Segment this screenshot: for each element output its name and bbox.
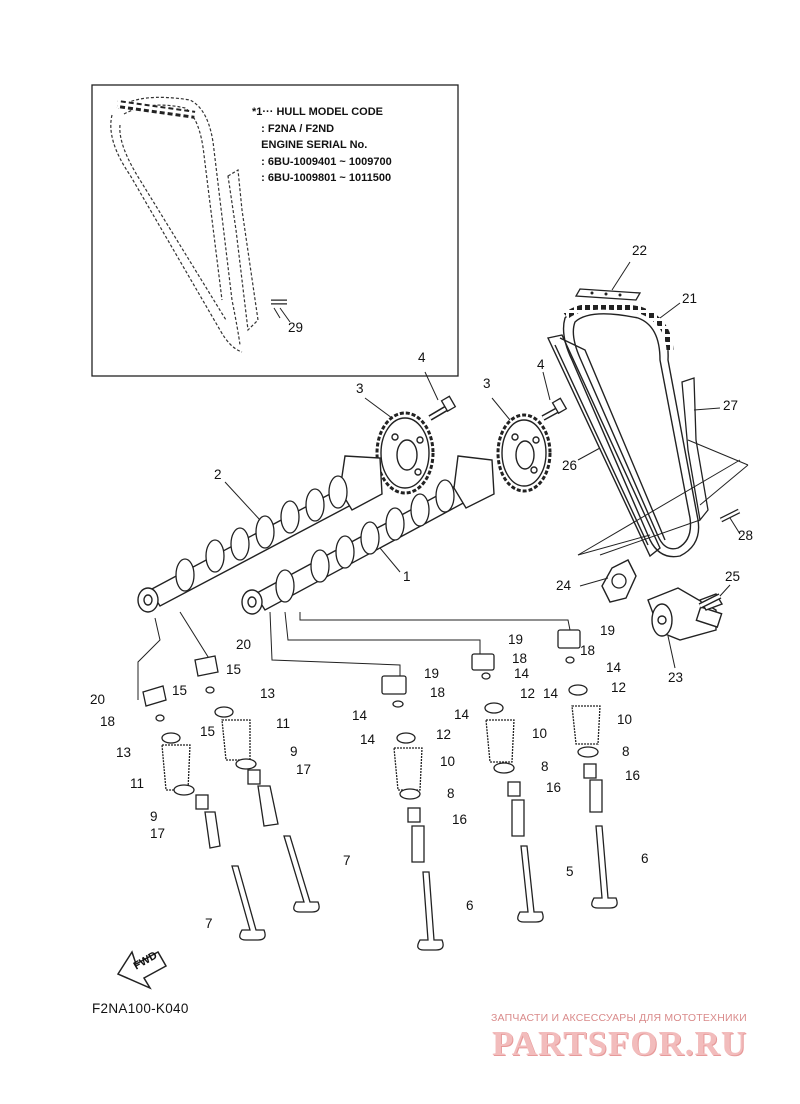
callout-6: 6 — [641, 851, 649, 866]
valve-train-stack-e — [557, 629, 618, 909]
callout-15: 15 — [200, 724, 216, 739]
callout-29: 29 — [288, 320, 304, 335]
callout-14: 14 — [352, 708, 368, 723]
inset-note-line: *1··· HULL MODEL CODE — [252, 106, 383, 118]
callout-4: 4 — [418, 350, 426, 365]
callout-20: 20 — [90, 692, 106, 707]
callout-19: 19 — [424, 666, 440, 681]
callout-12: 12 — [520, 686, 536, 701]
fwd-arrow — [116, 950, 168, 990]
callout-13: 13 — [260, 686, 276, 701]
callout-9: 9 — [150, 809, 158, 824]
watermark-logo: PARTSFOR.RU — [492, 1024, 748, 1063]
callout-27: 27 — [723, 398, 739, 413]
cam-sprocket-left-3 — [375, 411, 435, 495]
sprocket-bolt-right-4 — [541, 397, 568, 421]
callout-24: 24 — [556, 578, 572, 593]
callout-16: 16 — [452, 812, 468, 827]
inset-note: *1··· HULL MODEL CODE : F2NA / F2ND ENGI… — [252, 104, 392, 187]
callout-3: 3 — [483, 376, 491, 391]
valve-train-stack-a — [142, 685, 266, 941]
valve-train-stack-c — [381, 675, 444, 951]
camshaft-2 — [137, 455, 383, 613]
cam-chain-21 — [562, 302, 700, 558]
callout-3: 3 — [356, 381, 364, 396]
callout-2: 2 — [214, 467, 222, 482]
callout-12: 12 — [611, 680, 627, 695]
callout-6: 6 — [466, 898, 474, 913]
cam-chain-tensioner-23 — [647, 587, 724, 641]
callout-13: 13 — [116, 745, 132, 760]
callout-17: 17 — [150, 826, 166, 841]
callout-15: 15 — [226, 662, 242, 677]
callout-15: 15 — [172, 683, 188, 698]
callout-16: 16 — [546, 780, 562, 795]
callout-9: 9 — [290, 744, 298, 759]
callout-22: 22 — [632, 243, 648, 258]
callout-26: 26 — [562, 458, 578, 473]
callout-19: 19 — [508, 632, 524, 647]
callout-20: 20 — [236, 637, 252, 652]
inset-timing-chain — [110, 96, 259, 353]
sprocket-bolt-left-4 — [428, 395, 457, 421]
cam-sprocket-right-3 — [496, 413, 552, 493]
callout-14: 14 — [360, 732, 376, 747]
callout-14: 14 — [543, 686, 559, 701]
chain-damper-22 — [574, 288, 642, 301]
callout-25: 25 — [725, 569, 741, 584]
callout-14: 14 — [606, 660, 622, 675]
callout-18: 18 — [512, 651, 528, 666]
gasket-24 — [601, 559, 637, 603]
callout-14: 14 — [514, 666, 530, 681]
callout-23: 23 — [668, 670, 684, 685]
leader-lines — [224, 261, 741, 669]
drawing-code: F2NA100-K040 — [92, 1001, 189, 1016]
callout-18: 18 — [100, 714, 116, 729]
inset-note-line: ENGINE SERIAL No. — [252, 139, 368, 151]
inset-note-line: : F2NA / F2ND — [252, 122, 335, 135]
callout-10: 10 — [617, 712, 633, 727]
inset-pin-29 — [271, 299, 291, 323]
callout-19: 19 — [600, 623, 616, 638]
valve-train-stack-d — [471, 653, 544, 923]
callout-12: 12 — [436, 727, 452, 742]
callout-11: 11 — [130, 776, 145, 791]
callout-21: 21 — [682, 291, 698, 306]
callout-1: 1 — [403, 569, 411, 584]
callout-18: 18 — [580, 643, 596, 658]
callout-10: 10 — [532, 726, 548, 741]
reference-lines — [137, 459, 741, 700]
callout-7: 7 — [205, 916, 213, 931]
callout-17: 17 — [296, 762, 312, 777]
callout-11: 11 — [276, 716, 291, 731]
callout-16: 16 — [625, 768, 641, 783]
callout-10: 10 — [440, 754, 456, 769]
callout-14: 14 — [454, 707, 470, 722]
callout-28: 28 — [738, 528, 754, 543]
callout-7: 7 — [343, 853, 351, 868]
pin-28 — [719, 508, 741, 523]
watermark-tagline: ЗАПЧАСТИ И АКСЕССУАРЫ ДЛЯ МОТОТЕХНИКИ — [491, 1012, 747, 1024]
chain-guide-27 — [681, 377, 749, 522]
callout-8: 8 — [447, 786, 455, 801]
callout-5: 5 — [566, 864, 574, 879]
callout-4: 4 — [537, 357, 545, 372]
valve-train-stack-b — [194, 655, 320, 913]
callout-8: 8 — [622, 744, 630, 759]
camshaft-1 — [241, 455, 495, 615]
inset-note-line: : 6BU-1009801 ~ 1011500 — [252, 172, 392, 184]
callout-8: 8 — [541, 759, 549, 774]
inset-box — [91, 84, 459, 377]
inset-note-line: : 6BU-1009401 ~ 1009700 — [252, 155, 392, 168]
bolt-25 — [698, 584, 731, 609]
callout-18: 18 — [430, 685, 446, 700]
cam-chain-guide-26 — [546, 334, 666, 558]
